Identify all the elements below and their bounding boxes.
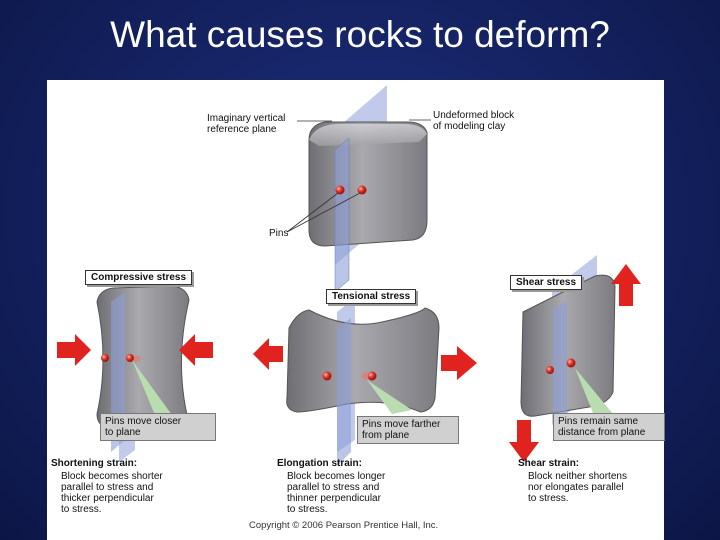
shear-arrow-up: [611, 264, 641, 306]
label-reference-plane: Imaginary vertical reference plane: [207, 113, 286, 135]
label-undeformed-block: Undeformed block of modeling clay: [433, 110, 515, 132]
shear-strain-text: Block neither shortens nor elongates par…: [528, 471, 627, 504]
badge-shear-stress: Shear stress: [510, 275, 583, 290]
shortening-strain-title: Shortening strain:: [51, 458, 138, 469]
shear-block-group: [509, 255, 641, 462]
undeformed-block-group: [286, 85, 431, 293]
figure-panel: Imaginary vertical reference plane Undef…: [47, 80, 665, 540]
caption-pins-same: Pins remain same distance from plane: [553, 413, 665, 441]
shear-strain-title: Shear strain:: [518, 458, 580, 469]
pin-left: [335, 185, 345, 195]
sheared-block: [520, 274, 616, 417]
shortening-strain-text: Block becomes shorter parallel to stress…: [61, 471, 163, 515]
copyright-notice: Copyright © 2006 Pearson Prentice Hall, …: [249, 520, 439, 531]
elongation-strain-title: Elongation strain:: [277, 458, 362, 469]
compression-arrow-right: [179, 334, 213, 366]
pin-right: [357, 185, 367, 195]
caption-pins-farther: Pins move farther from plane: [357, 416, 459, 444]
elongation-strain-text: Block becomes longer parallel to stress …: [287, 471, 386, 515]
tension-arrow-right: [441, 346, 477, 380]
reference-plane-front: [334, 137, 350, 293]
compressed-block: [96, 285, 190, 429]
tension-arrow-left: [253, 338, 283, 370]
compression-arrow-left: [57, 334, 91, 366]
caption-pins-closer: Pins move closer to plane: [100, 413, 216, 441]
badge-compressive-stress: Compressive stress: [85, 270, 193, 285]
label-pins: Pins: [269, 228, 289, 239]
slide-title: What causes rocks to deform?: [110, 14, 610, 55]
tension-block-group: [253, 298, 477, 466]
elongated-block: [286, 307, 440, 413]
shear-arrow-down: [509, 420, 539, 462]
badge-tensional-stress: Tensional stress: [326, 289, 417, 304]
